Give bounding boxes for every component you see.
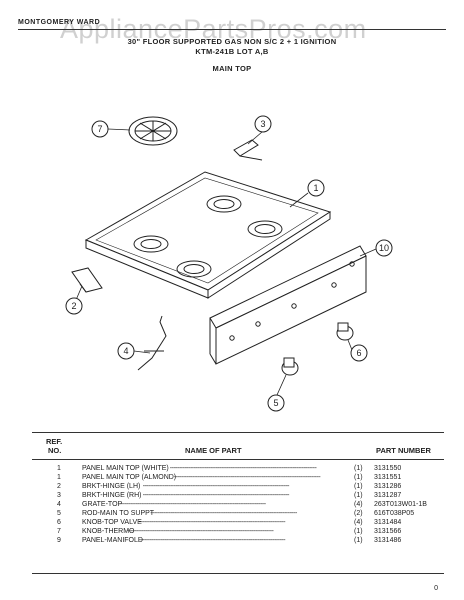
- footer-mark: 0: [434, 585, 438, 592]
- row-name: PANEL MAIN TOP (ALMOND): [82, 474, 177, 481]
- row-name: BRKT-HINGE (LH): [82, 483, 141, 490]
- leader-dashes: ----------------------------------------…: [119, 501, 266, 508]
- row-part: 3131551: [374, 474, 402, 481]
- row-qty: (4): [354, 519, 363, 526]
- col-header-name: NAME OF PART: [185, 446, 242, 455]
- leader-dashes: ----------------------------------------…: [169, 465, 317, 472]
- row-name: PANEL MAIN TOP (WHITE): [82, 465, 169, 472]
- callout-2-label: 2: [71, 301, 76, 311]
- callout-5: [117, 342, 135, 360]
- row-name: KNOB-THERMO: [82, 528, 135, 535]
- callout-7: [350, 344, 368, 362]
- row-ref: 2: [57, 483, 61, 490]
- main-top-panel: [84, 171, 332, 299]
- table-top-rule: [32, 432, 444, 433]
- row-name: PANEL-MANIFOLD: [82, 537, 143, 544]
- leader-dashes: ----------------------------------------…: [138, 519, 286, 526]
- row-qty: (2): [354, 510, 363, 517]
- callout-3: [254, 115, 272, 133]
- table-header-rule: [32, 459, 444, 460]
- row-qty: (1): [354, 528, 363, 535]
- leader-dashes: ----------------------------------------…: [126, 528, 274, 535]
- row-qty: (4): [354, 501, 363, 508]
- row-qty: (1): [354, 474, 363, 481]
- callout-3-label: 3: [260, 119, 265, 129]
- callout-6: [267, 394, 285, 412]
- header-rule: [18, 29, 446, 30]
- row-part: 263T013W01-1B: [374, 501, 427, 508]
- leader-dashes: ----------------------------------------…: [142, 492, 290, 499]
- callout-10: [375, 239, 393, 257]
- row-name: ROD-MAIN TO SUPPT: [82, 510, 155, 517]
- row-part: 616T038P05: [374, 510, 415, 517]
- diagram-title: 30" FLOOR SUPPORTED GAS NON S/C 2 + 1 IG…: [127, 37, 337, 46]
- thermo-knob: [336, 322, 354, 341]
- callout-1-label: 1: [313, 183, 318, 193]
- table-row: 3 BRKT-HINGE (RH) (1) 3131287 --------------…: [32, 492, 444, 501]
- row-ref: 9: [57, 537, 61, 544]
- table-row: 1 PANEL MAIN TOP (WHITE) (1) 3131550 -------…: [32, 465, 444, 474]
- table-row: 6 KNOB-TOP VALVE (4) 3131484 ---------------…: [32, 519, 444, 528]
- table-row: 9 PANEL-MANIFOLD (1) 3131486 ---------------…: [32, 537, 444, 546]
- hinge-bracket-lh: [71, 267, 103, 293]
- row-part: 3131566: [374, 528, 402, 535]
- row-qty: (1): [354, 465, 363, 472]
- row-qty: (1): [354, 537, 363, 544]
- callout-5-label: 4: [123, 346, 128, 356]
- hinge-bracket-rh: [233, 139, 263, 161]
- leader-dashes: ----------------------------------------…: [173, 474, 321, 481]
- table-row: 2 BRKT-HINGE (LH) (1) 3131286 --------------…: [32, 483, 444, 492]
- top-valve-knob: [281, 357, 299, 376]
- row-ref: 1: [57, 465, 61, 472]
- row-part: 3131484: [374, 519, 402, 526]
- row-ref: 3: [57, 492, 61, 499]
- grate-top: [128, 116, 178, 146]
- table-row: 4 GRATE-TOP (4) 263T013W01-1B --------------…: [32, 501, 444, 510]
- table-row: 7 KNOB-THERMO (1) 3131566 ------------------…: [32, 528, 444, 537]
- col-header-ref-2: NO.: [48, 446, 62, 455]
- row-ref: 6: [57, 519, 61, 526]
- row-ref: 4: [57, 501, 61, 508]
- table-bottom-rule: [32, 573, 444, 574]
- leader-dashes: ----------------------------------------…: [138, 537, 286, 544]
- col-header-part: PART NUMBER: [376, 446, 431, 455]
- callout-6-label: 5: [273, 398, 278, 408]
- col-header-ref-1: REF.: [46, 437, 63, 446]
- callout-2: [65, 297, 83, 315]
- table-row: 1 PANEL MAIN TOP (ALMOND) (1) 3131551 ------…: [32, 474, 444, 483]
- manifold-panel: [209, 245, 367, 365]
- row-name: KNOB-TOP VALVE: [82, 519, 142, 526]
- row-qty: (1): [354, 483, 363, 490]
- brand-label: MONTGOMERY WARD: [18, 19, 101, 26]
- callout-7-label: 6: [356, 348, 361, 358]
- callout-4: [91, 120, 109, 138]
- callout-10-label: 10: [379, 243, 389, 253]
- leader-dashes: ----------------------------------------…: [142, 483, 290, 490]
- row-name: BRKT-HINGE (RH): [82, 492, 142, 499]
- row-part: 3131287: [374, 492, 402, 499]
- callout-4-label: 7: [97, 124, 102, 134]
- row-qty: (1): [354, 492, 363, 499]
- row-part: 3131486: [374, 537, 402, 544]
- row-ref: 7: [57, 528, 61, 535]
- exploded-view-drawing: 7 3 1 10 2 4 6 5: [65, 115, 393, 412]
- section-title: MAIN TOP: [212, 64, 252, 73]
- leader-dashes: ----------------------------------------…: [150, 510, 297, 517]
- row-part: 3131286: [374, 483, 402, 490]
- model-number: KTM-241B LOT A,B: [195, 47, 269, 56]
- row-ref: 1: [57, 474, 61, 481]
- row-part: 3131550: [374, 465, 402, 472]
- row-ref: 5: [57, 510, 61, 517]
- row-name: GRATE-TOP: [82, 501, 123, 508]
- callout-1: [307, 179, 325, 197]
- table-row: 5 ROD-MAIN TO SUPPT (2) 616T038P05 ---------…: [32, 510, 444, 519]
- leader-lines: [75, 128, 377, 396]
- support-rod: [137, 315, 167, 371]
- burner-openings: [133, 195, 283, 278]
